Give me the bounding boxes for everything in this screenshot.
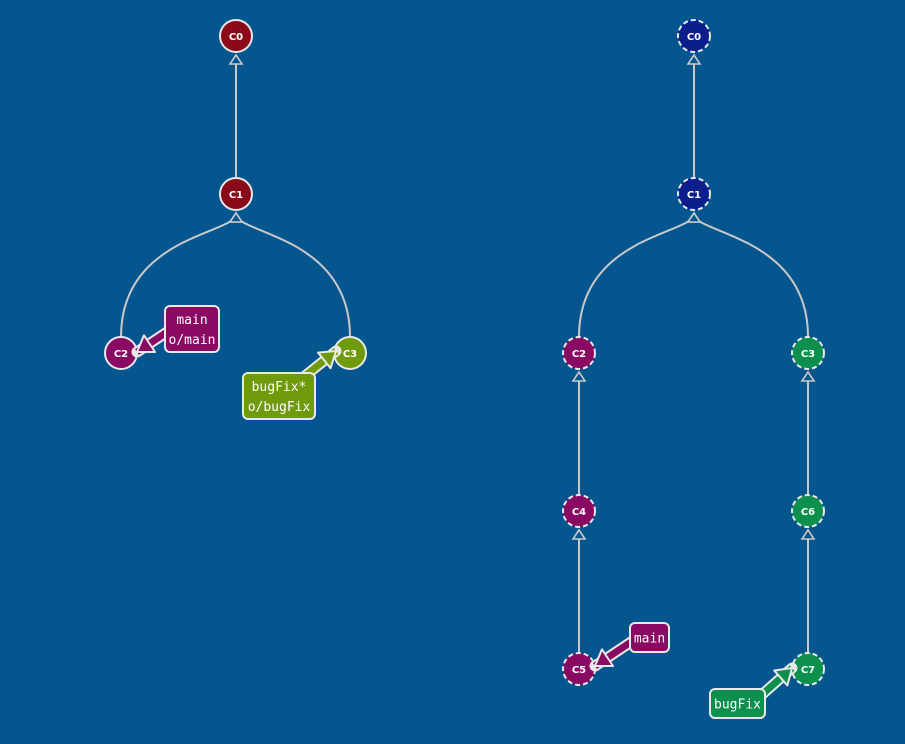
branch-arrow-head	[136, 334, 157, 353]
commit-node	[677, 19, 711, 53]
branch-name: main	[634, 632, 665, 647]
branch-name: bugFix*	[252, 380, 307, 395]
branch-label-box	[164, 305, 220, 353]
commit-label: C2	[572, 349, 586, 360]
commit-node	[219, 19, 253, 53]
branch-name: o/bugFix	[248, 400, 311, 415]
commit-label: C5	[572, 665, 586, 676]
right_tree-edge-arrowhead	[571, 528, 587, 540]
right_tree-edge-arrowhead	[800, 370, 816, 382]
commit-node	[219, 177, 253, 211]
left_tree-edge-arrowhead	[228, 53, 244, 65]
commit-node	[791, 494, 825, 528]
left_tree-commit-c1[interactable]: C1	[219, 177, 253, 211]
left_tree-commit-c3[interactable]: C3	[333, 336, 367, 370]
right_tree-commit-c4[interactable]: C4	[562, 494, 596, 528]
left_tree-commit-c2[interactable]: C2	[104, 336, 138, 370]
right_tree-commit-c5[interactable]: C5	[562, 652, 596, 686]
right_tree-edge	[693, 213, 809, 338]
branch-name: bugFix	[714, 698, 761, 713]
right_tree-edge	[578, 213, 695, 338]
commit-node	[562, 336, 596, 370]
commit-label: C2	[114, 349, 128, 360]
commit-label: C4	[572, 507, 586, 518]
commit-label: C3	[801, 349, 815, 360]
right_tree-commit-c1[interactable]: C1	[677, 177, 711, 211]
commit-node	[677, 177, 711, 211]
commit-label: C0	[229, 32, 243, 43]
branch-name: main	[176, 313, 207, 328]
branch-label-box	[629, 622, 670, 653]
branch-arrow-head	[317, 350, 337, 370]
right_tree-commit-c6[interactable]: C6	[791, 494, 825, 528]
commit-node	[562, 494, 596, 528]
commit-label: C0	[687, 32, 701, 43]
branch-label-box	[242, 372, 316, 420]
left_tree-commit-c0[interactable]: C0	[219, 19, 253, 53]
commit-node	[791, 336, 825, 370]
right_tree-commit-c2[interactable]: C2	[562, 336, 596, 370]
left_tree-edge	[235, 213, 351, 338]
commit-label: C3	[343, 349, 357, 360]
right_tree-branch-main[interactable]: main	[589, 622, 670, 672]
right_tree-edge-arrowhead	[686, 211, 702, 223]
left_tree-edge-arrowhead	[228, 211, 244, 223]
right_tree-commit-c3[interactable]: C3	[791, 336, 825, 370]
commit-label: C1	[687, 190, 701, 201]
left_tree-branch-bugfix[interactable]: bugFix* o/bugFix	[242, 345, 342, 420]
commit-label: C6	[801, 507, 815, 518]
right_tree-edge-arrowhead	[800, 528, 816, 540]
branch-label-box	[709, 688, 766, 719]
right_tree-edge-arrowhead	[571, 370, 587, 382]
commit-label: C1	[229, 190, 243, 201]
branch-name: o/main	[169, 333, 216, 348]
right_tree-commit-c0[interactable]: C0	[677, 19, 711, 53]
branch-arrow-head	[594, 648, 615, 667]
right_tree-branch-bugfix[interactable]: bugFix	[709, 662, 798, 719]
branch-arrow-head	[773, 667, 793, 687]
left_tree-branch-main[interactable]: main o/main	[131, 305, 220, 358]
commit-label: C7	[801, 665, 815, 676]
right_tree-edge-arrowhead	[686, 53, 702, 65]
